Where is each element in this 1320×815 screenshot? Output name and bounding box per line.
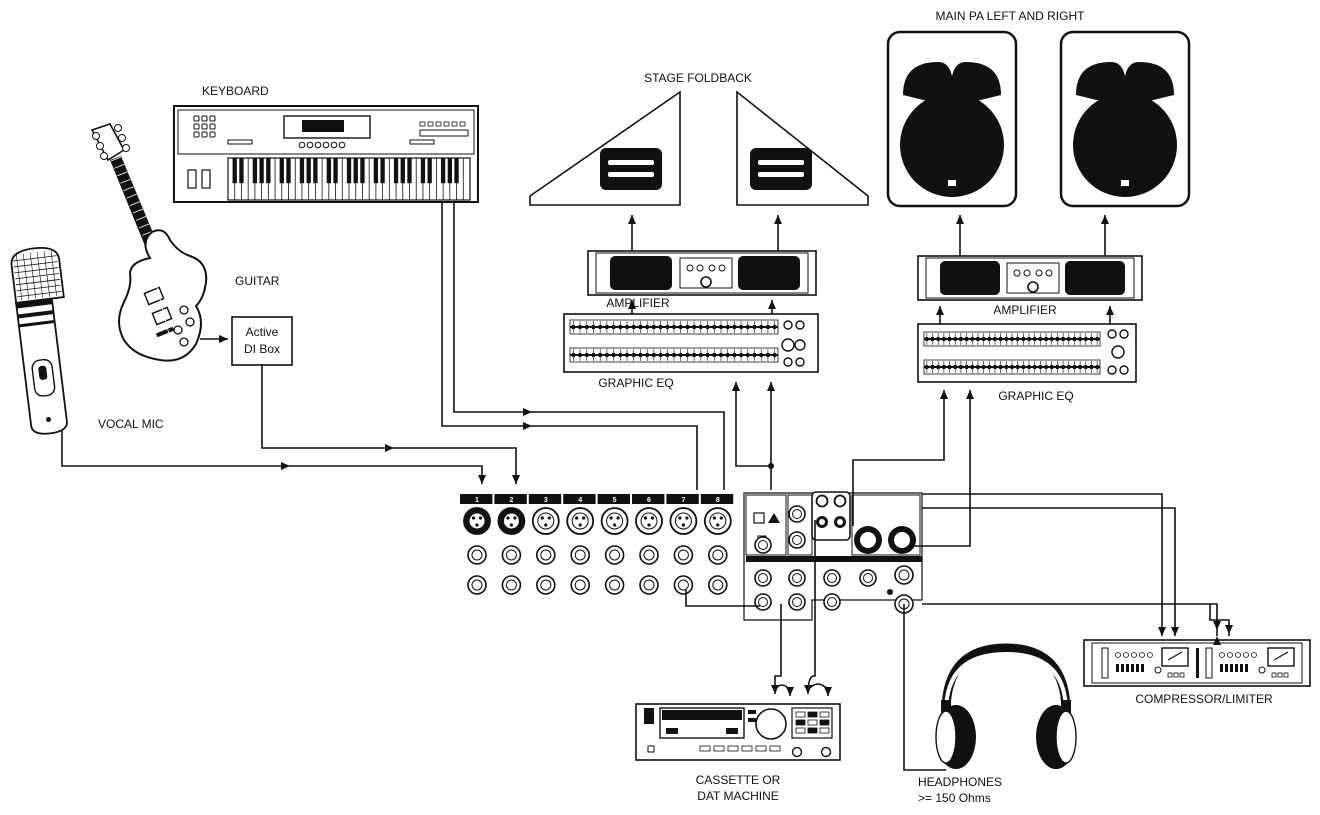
channel-number: 2: [509, 497, 513, 504]
amplifier-left: [587, 250, 817, 296]
graphic-eq-right-label: GRAPHIC EQ: [998, 389, 1073, 403]
graphic-eq-right: [917, 323, 1137, 383]
foldback-monitor-left: [529, 90, 681, 206]
cable-main-right-to-eq: [912, 390, 974, 547]
mixer-channel-7: 7: [666, 494, 699, 595]
mixer-channel-5: 5: [597, 494, 630, 595]
cable-ch7-loop: [685, 590, 760, 607]
electric-guitar: [90, 123, 208, 362]
amplifier-right-label: AMPLIFIER: [993, 303, 1057, 317]
mixer-channel-1: 1: [460, 494, 493, 595]
active-di-box: [231, 316, 293, 366]
cable-insert-to-comp-2: [922, 507, 1179, 636]
mixer-channel-8: 8: [700, 494, 734, 595]
main-pa-speaker-right: [1059, 30, 1191, 208]
cable-headphones: [903, 604, 946, 771]
compressor-label: COMPRESSOR/LIMITER: [1135, 692, 1273, 706]
headphones-label-line2: >= 150 Ohms: [918, 791, 991, 805]
mixer: 1 2 3 4 5 6 7 8: [460, 491, 923, 621]
cable-keyboard-to-ch8: [453, 202, 725, 490]
stage-foldback-label: STAGE FOLDBACK: [644, 71, 752, 85]
cassette-label-line1: CASSETTE OR: [696, 773, 781, 787]
foldback-monitor-right: [736, 90, 869, 206]
cable-keyboard-to-ch7: [441, 202, 698, 490]
di-box-label-line1: Active: [246, 325, 279, 339]
amplifier-left-label: AMPLIFIER: [606, 296, 670, 310]
cables: [61, 202, 1233, 771]
graphic-eq-left-label: GRAPHIC EQ: [598, 376, 673, 390]
mixer-channel-2: 2: [494, 494, 527, 595]
mixer-channel-4: 4: [563, 494, 596, 595]
mixer-channel-3: 3: [528, 494, 562, 595]
di-box-label-line2: DI Box: [244, 342, 280, 356]
channel-number: 1: [475, 497, 479, 504]
cable-to-tape-2: [804, 520, 816, 695]
cable-aux1-to-eq-left: [732, 382, 772, 490]
channel-number: 4: [578, 497, 582, 504]
cable-main-left-to-eq: [852, 390, 948, 526]
cable-to-tape-1: [771, 604, 782, 694]
keyboard-label: KEYBOARD: [202, 84, 269, 98]
guitar-label: GUITAR: [235, 274, 280, 288]
channel-number: 6: [647, 497, 651, 504]
channel-number: 3: [544, 497, 548, 504]
compressor-limiter: [1083, 639, 1311, 687]
cable-mic-to-ch1: [61, 430, 486, 484]
amplifier-right: [917, 255, 1143, 301]
vocal-microphone: [10, 247, 68, 435]
cassette-dat-machine: [635, 703, 841, 761]
graphic-eq-left: [563, 313, 819, 373]
cassette-label-line2: DAT MACHINE: [697, 789, 779, 803]
main-pa-label: MAIN PA LEFT AND RIGHT: [936, 9, 1086, 23]
vocal-mic-label: VOCAL MIC: [98, 417, 164, 431]
headphones-label-line1: HEADPHONES: [918, 775, 1002, 789]
cable-insert-to-comp-1: [922, 493, 1166, 636]
channel-number: 7: [681, 497, 685, 504]
channel-number: 8: [716, 497, 720, 504]
mixer-channel-6: 6: [632, 494, 665, 595]
keyboard-instrument: [173, 105, 479, 203]
channel-number: 5: [613, 497, 617, 504]
headphones: [935, 643, 1077, 769]
main-pa-speaker-left: [886, 30, 1018, 208]
